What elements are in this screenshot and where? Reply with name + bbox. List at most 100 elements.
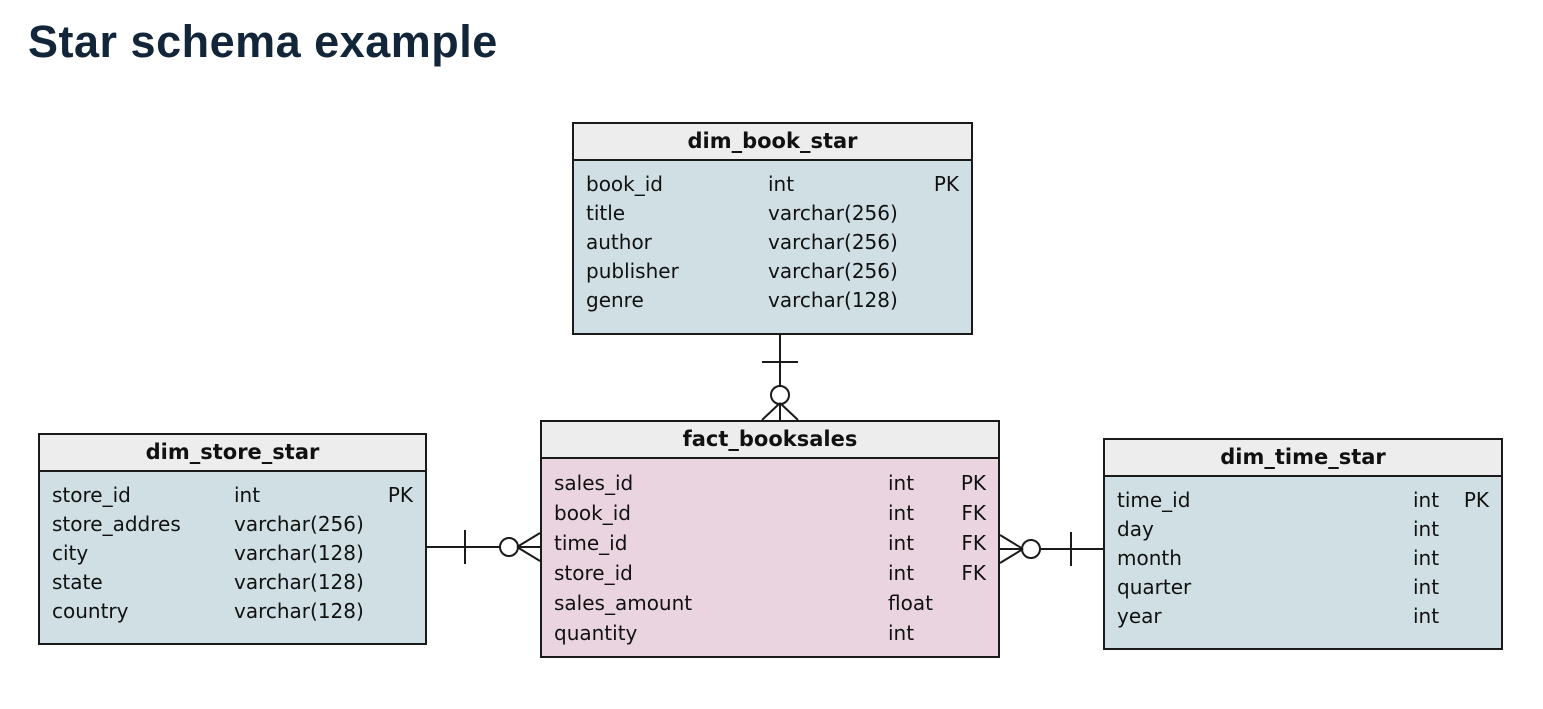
column-name: sales_id (554, 471, 634, 495)
column-name: store_addres (52, 512, 181, 536)
column-type: float (888, 591, 933, 615)
table-row: publisher varchar(256) (574, 257, 971, 286)
column-type: varchar(128) (768, 288, 898, 312)
zero-circle-icon (1021, 539, 1041, 559)
column-name: book_id (554, 501, 632, 525)
column-name: title (586, 201, 626, 225)
column-name: day (1117, 517, 1154, 541)
column-key: PK (1463, 488, 1489, 512)
column-name: book_id (586, 172, 664, 196)
table-row: sales_amount float (542, 588, 998, 618)
table-row: time_id int FK (542, 528, 998, 558)
column-key: PK (933, 172, 959, 196)
table-row: genre varchar(128) (574, 286, 971, 315)
table-dim-book-star: dim_book_star book_id int PK title varch… (572, 122, 973, 335)
column-key (950, 588, 986, 618)
column-type: int (1413, 546, 1440, 570)
column-key: FK (961, 531, 986, 555)
column-key (923, 257, 959, 286)
table-row: store_id int PK (40, 481, 425, 510)
table-row: day int (1105, 515, 1501, 544)
column-type: varchar(256) (768, 259, 898, 283)
table-dim-store-star: dim_store_star store_id int PK store_add… (38, 433, 427, 645)
table-row: book_id int PK (574, 170, 971, 199)
table-row: author varchar(256) (574, 228, 971, 257)
column-key (377, 539, 413, 568)
table-body: time_id int PK day int month int quarter… (1105, 477, 1501, 631)
table-title: fact_booksales (542, 422, 998, 459)
page-title: Star schema example (28, 16, 498, 67)
column-key (923, 286, 959, 315)
column-key (1459, 544, 1489, 573)
column-key (1459, 573, 1489, 602)
column-name: quarter (1117, 575, 1192, 599)
zero-circle-icon (770, 385, 790, 405)
table-row: book_id int FK (542, 498, 998, 528)
table-body: store_id int PK store_addres varchar(256… (40, 472, 425, 626)
table-row: sales_id int PK (542, 468, 998, 498)
table-row: store_addres varchar(256) (40, 510, 425, 539)
table-row: city varchar(128) (40, 539, 425, 568)
column-key: PK (387, 483, 413, 507)
column-type: int (1413, 575, 1440, 599)
column-type: int (888, 561, 915, 585)
column-name: genre (586, 288, 644, 312)
table-dim-time-star: dim_time_star time_id int PK day int mon… (1103, 438, 1503, 650)
column-name: country (52, 599, 129, 623)
column-type: int (1413, 604, 1440, 628)
column-key (377, 568, 413, 597)
column-name: author (586, 230, 652, 254)
column-type: int (1413, 488, 1440, 512)
column-type: varchar(256) (768, 230, 898, 254)
column-type: varchar(128) (234, 541, 364, 565)
column-name: time_id (1117, 488, 1191, 512)
column-type: varchar(128) (234, 570, 364, 594)
column-type: int (888, 621, 915, 645)
column-key: PK (960, 471, 986, 495)
table-row: year int (1105, 602, 1501, 631)
table-row: store_id int FK (542, 558, 998, 588)
column-type: varchar(256) (768, 201, 898, 225)
column-name: year (1117, 604, 1162, 628)
table-body: sales_id int PK book_id int FK time_id i… (542, 459, 998, 648)
table-title: dim_store_star (40, 435, 425, 472)
table-row: title varchar(256) (574, 199, 971, 228)
zero-circle-icon (499, 537, 519, 557)
column-type: varchar(128) (234, 599, 364, 623)
column-type: int (888, 471, 915, 495)
crow-foot-icon (761, 402, 799, 421)
table-row: state varchar(128) (40, 568, 425, 597)
column-key (1459, 602, 1489, 631)
column-name: city (52, 541, 89, 565)
column-type: varchar(256) (234, 512, 364, 536)
column-name: store_id (554, 561, 633, 585)
column-type: int (888, 501, 915, 525)
column-name: sales_amount (554, 591, 693, 615)
relation-time-fact (999, 532, 1103, 566)
column-key (923, 228, 959, 257)
table-row: quantity int (542, 618, 998, 648)
table-row: time_id int PK (1105, 486, 1501, 515)
column-type: int (234, 483, 261, 507)
column-name: publisher (586, 259, 679, 283)
crow-foot-icon (999, 534, 1024, 564)
column-name: month (1117, 546, 1182, 570)
column-name: state (52, 570, 103, 594)
column-name: store_id (52, 483, 131, 507)
column-key: FK (961, 501, 986, 525)
table-fact-booksales: fact_booksales sales_id int PK book_id i… (540, 420, 1000, 658)
table-row: quarter int (1105, 573, 1501, 602)
column-type: int (1413, 517, 1440, 541)
table-row: country varchar(128) (40, 597, 425, 626)
crow-foot-icon (516, 532, 541, 562)
table-title: dim_book_star (574, 124, 971, 161)
column-type: int (768, 172, 795, 196)
column-type: int (888, 531, 915, 555)
column-name: quantity (554, 621, 638, 645)
table-row: month int (1105, 544, 1501, 573)
column-key (923, 199, 959, 228)
relation-book-fact (761, 335, 799, 421)
relation-store-fact (427, 530, 541, 564)
column-key (377, 510, 413, 539)
column-key (950, 618, 986, 648)
